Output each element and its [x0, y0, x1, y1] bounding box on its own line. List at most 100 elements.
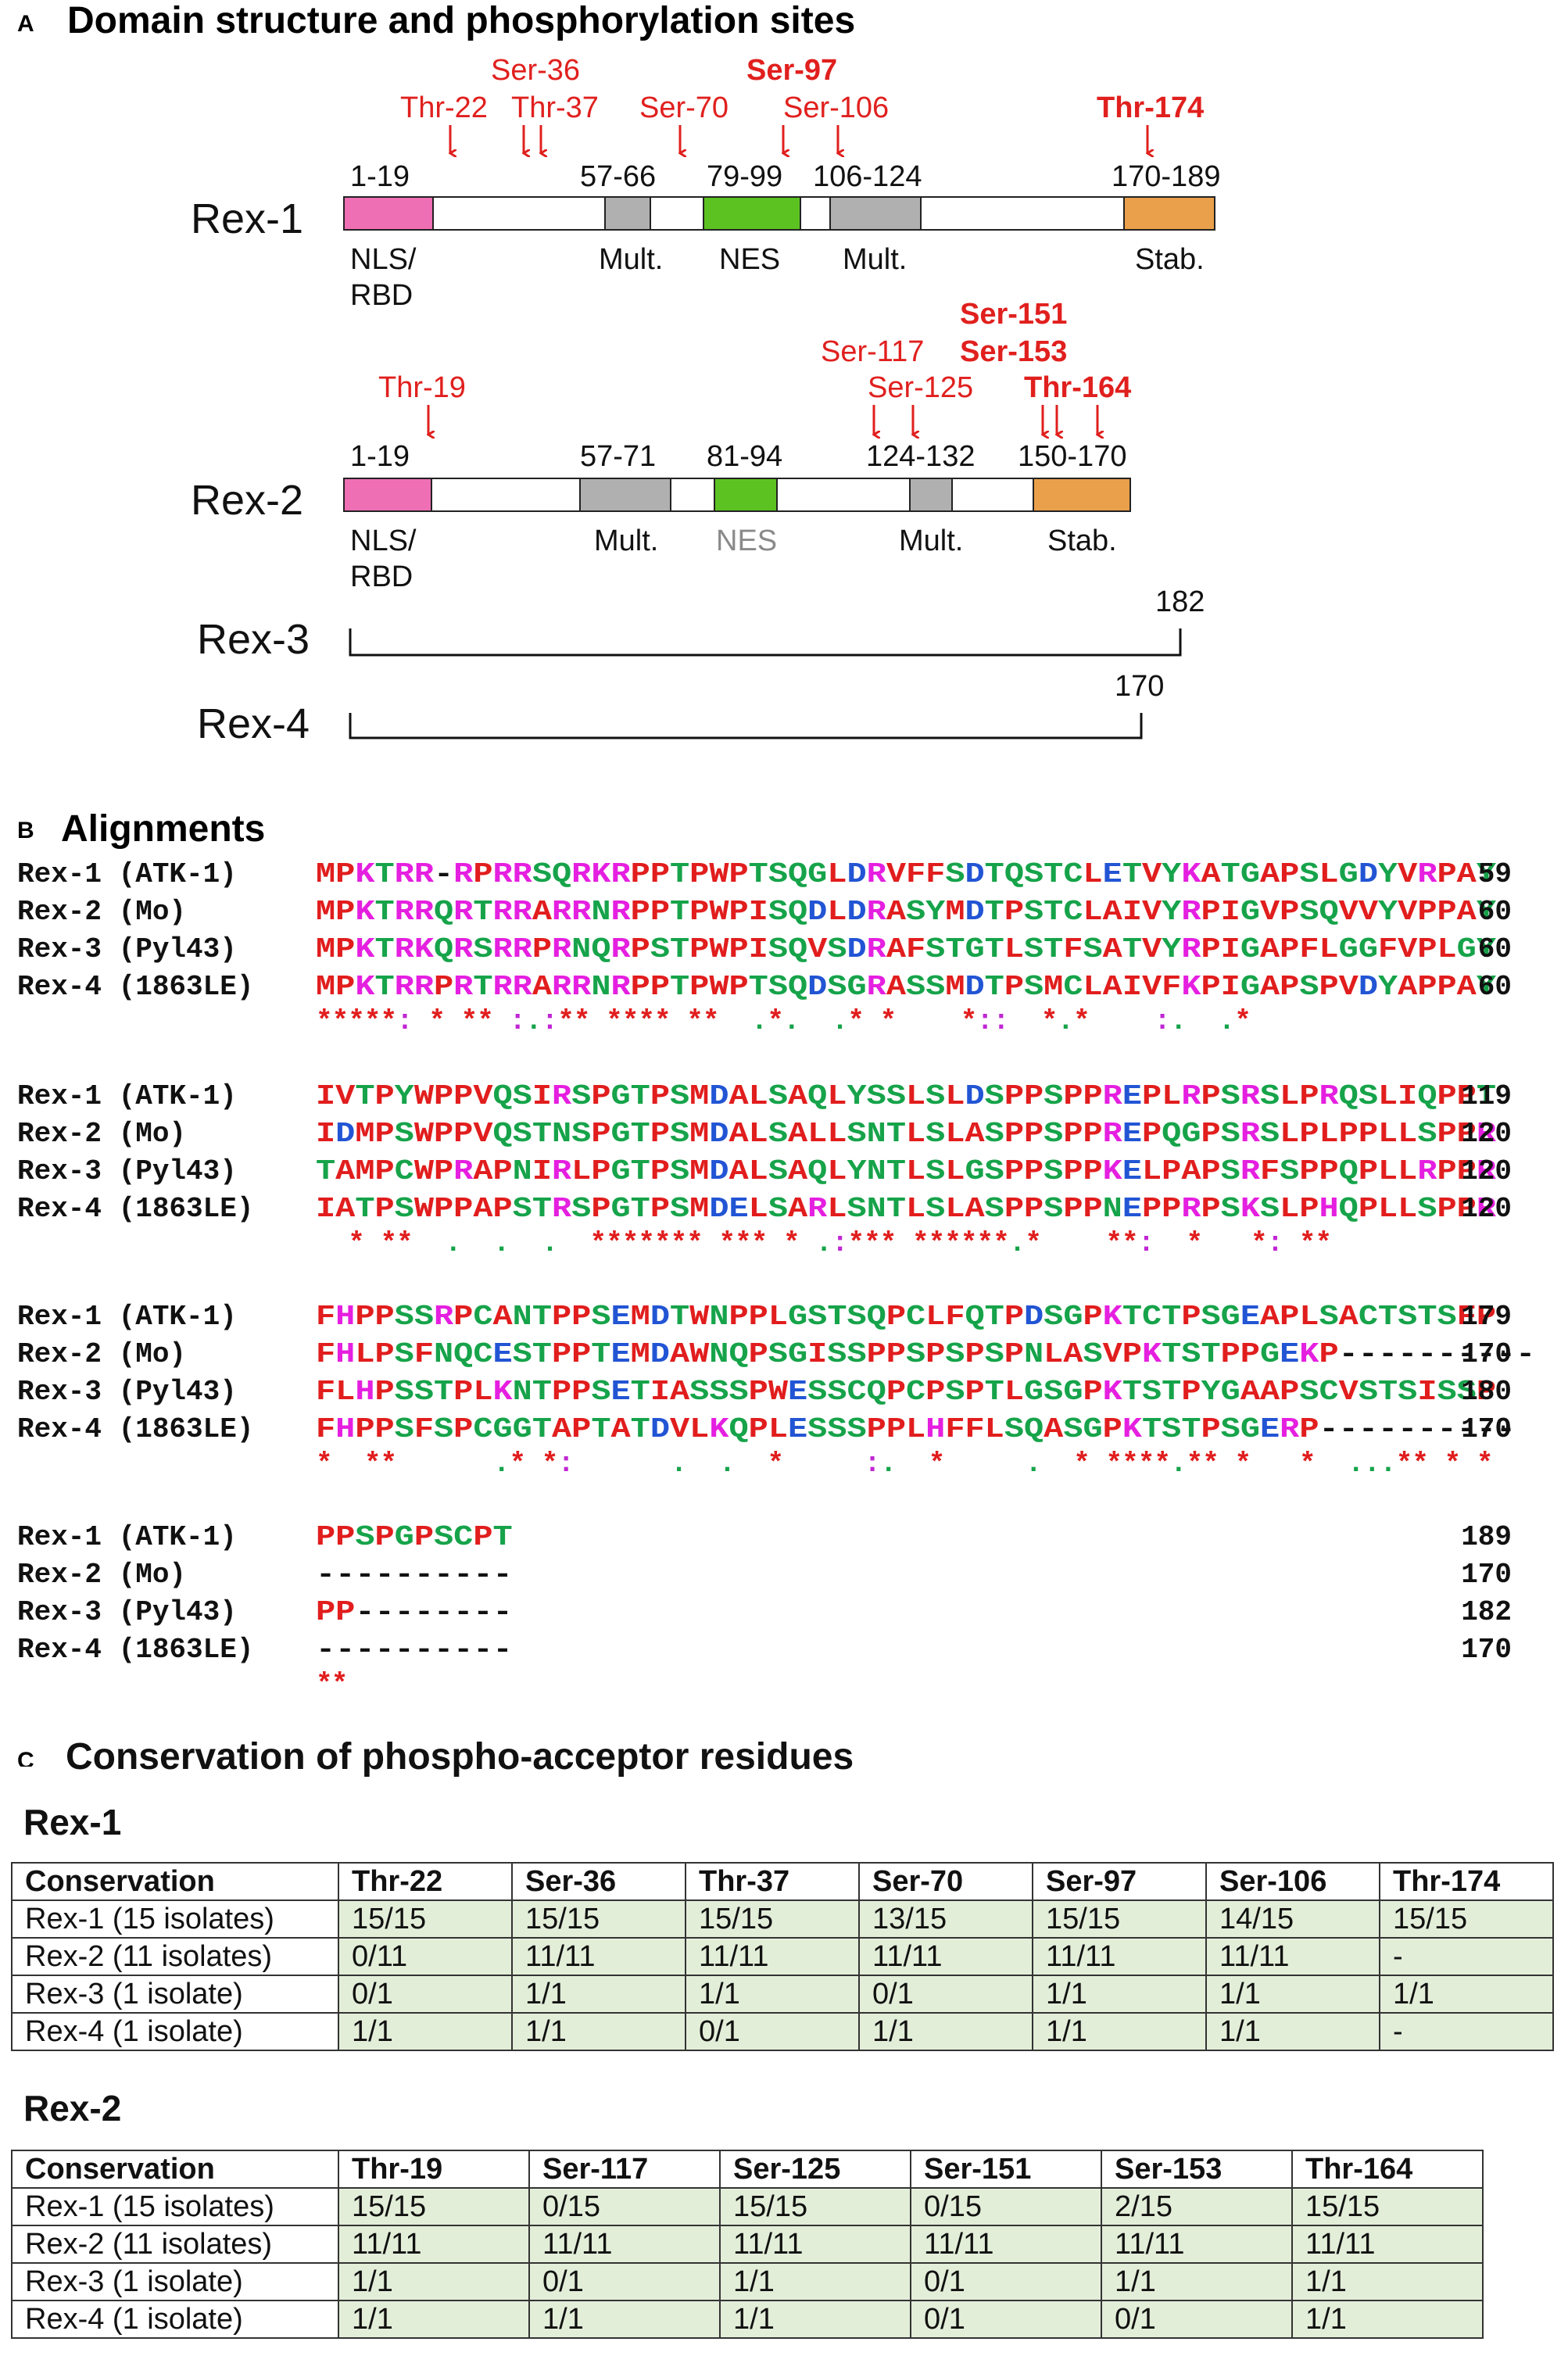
domain-name: RBD [350, 279, 413, 312]
table-cell: 11/11 [338, 2225, 530, 2264]
table-cell: 0/15 [528, 2187, 721, 2226]
table-header-cell: Ser-70 [858, 1862, 1033, 1901]
table-cell: 1/1 [1205, 1975, 1380, 2014]
alignment-sequence: TAMPCWPRAPNIRLPGTPSMDALSAQLYNTLSLGSPPSPP… [316, 1155, 1496, 1187]
alignment-sequence: MPKTRRQRTRRARRNRPPTPWPISQDLDRASYMDTPSTCL… [316, 896, 1496, 928]
rex2-domain-nls [343, 478, 432, 512]
domain-name: Mult. [599, 243, 663, 276]
domain-range: 1-19 [350, 160, 410, 193]
table-cell: 1/1 [338, 2262, 530, 2301]
panel-b-letter: B [17, 818, 34, 843]
table-cell: 15/15 [1379, 1899, 1554, 1939]
alignment-sequence: FLHPSSTPLKNTPPSETIASSSPWESSCQPCPSPTLGSGP… [316, 1376, 1496, 1408]
table-header-cell: Ser-153 [1101, 2150, 1293, 2189]
alignment-area: Rex-1 (ATK-1)MPKTRR-RPRRSQRKRPPTPWPTSQGL… [17, 858, 1535, 1700]
rex2-domain-mult2 [909, 478, 953, 512]
alignment-sequence: IVTPYWPPVQSIRSPGTPSMDALSAQLYSSLSLDSPPSPP… [316, 1080, 1496, 1112]
alignment-row-name: Rex-1 (ATK-1) [17, 858, 237, 890]
table-cell: - [1379, 1937, 1554, 1976]
rex4-name: Rex-4 [197, 700, 310, 747]
table-cell: 1/1 [1379, 1975, 1554, 2014]
alignment-sequence: MPKTRRPRTRRARRNRPPTPWPTSQDSGRASSMDTPSMCL… [316, 971, 1496, 1003]
site-label: Thr-164 [1024, 371, 1131, 404]
table-cell: 2/15 [1101, 2187, 1293, 2226]
table-cell: 11/11 [1101, 2225, 1293, 2264]
panel-b-title: Alignments [61, 808, 265, 850]
table-header-cell: Thr-37 [685, 1862, 860, 1901]
table-cell: 13/15 [858, 1899, 1033, 1939]
panel-a-title: Domain structure and phosphorylation sit… [67, 0, 855, 41]
figure-canvas: A Domain structure and phosphorylation s… [17, 0, 1535, 1767]
alignment-row-end: 60 [1478, 896, 1512, 928]
alignment-sequence: MPKTRKQRSRRPRNQRPSTPWPISQVSDRAFSTGTLSTFS… [316, 933, 1496, 965]
table-cell: 0/11 [338, 1937, 513, 1976]
domain-name: Mult. [843, 243, 907, 276]
site-label: Thr-22 [400, 91, 488, 124]
rex2-sites: Thr-19 Ser-117 Ser-125 Ser-151 Ser-153 T… [378, 298, 1131, 404]
table-cell: Rex-2 (11 isolates) [11, 1937, 339, 1976]
rex2-name: Rex-2 [191, 477, 303, 524]
rex4-bracket [349, 713, 1143, 739]
table-header-cell: Thr-164 [1291, 2150, 1484, 2189]
table-cell: 1/1 [1032, 1975, 1207, 2014]
site-label: Ser-117 [821, 335, 924, 368]
table-cell: 0/1 [910, 2300, 1102, 2339]
table-cell: 0/15 [910, 2187, 1102, 2226]
alignment-row-name: Rex-3 (Pyl43) [17, 1376, 237, 1408]
alignment-consensus: *****: * ** :.:** **** ** .*. .* * *:: *… [316, 1005, 1251, 1037]
table-cell: 1/1 [1205, 2012, 1380, 2051]
rex2-domain-mult1 [579, 478, 671, 512]
table-header-cell: Ser-151 [910, 2150, 1102, 2189]
table-cell: 15/15 [338, 2187, 530, 2226]
domain-range: 124-132 [866, 440, 975, 473]
site-label: Ser-36 [491, 54, 580, 87]
alignment-row-end: 182 [1461, 1596, 1512, 1628]
table-cell: 0/1 [858, 1975, 1033, 2014]
table-cell: 1/1 [338, 2012, 513, 2051]
rex2-domain-nes [714, 478, 778, 512]
alignment-row-name: Rex-1 (ATK-1) [17, 1301, 237, 1333]
alignment-row-end: 189 [1461, 1521, 1512, 1553]
alignment-row-name: Rex-3 (Pyl43) [17, 933, 237, 965]
rex1-sites: Thr-22 Ser-36 Thr-37 Ser-70 Ser-97 Ser-1… [400, 54, 1204, 124]
table-cell: 1/1 [1291, 2300, 1484, 2339]
table-cell: 1/1 [511, 2012, 686, 2051]
domain-range: 1-19 [350, 440, 410, 473]
rex1-site-arrows [450, 125, 1147, 153]
domain-range: 150-170 [1018, 440, 1126, 473]
alignment-sequence: ---------- [316, 1634, 513, 1666]
domain-range: 57-71 [580, 440, 656, 473]
alignment-row-end: 170 [1461, 1634, 1512, 1666]
table-header-cell: Ser-36 [511, 1862, 686, 1901]
alignment-sequence: FHPPSSRPCANTPPSEMDTWNPPLGSTSQPCLFQTPDSGP… [316, 1301, 1496, 1333]
site-label: Ser-106 [783, 91, 889, 124]
table-cell: Rex-4 (1 isolate) [11, 2012, 339, 2051]
rex2-domain-names: NLS/ RBD Mult. NES Mult. Stab. [350, 525, 1117, 593]
domain-range: 79-99 [707, 160, 782, 193]
domain-range: 170-189 [1112, 160, 1220, 193]
table2-title: Rex-2 [23, 2088, 122, 2129]
domain-name: NLS/ [350, 243, 417, 276]
table-cell: 11/11 [685, 1937, 860, 1976]
table-header-cell: Ser-125 [719, 2150, 911, 2189]
alignment-row-name: Rex-4 (1863LE) [17, 1413, 253, 1445]
alignment-sequence: FHLPSFNQCESTPPTEMDAWNQPSGISSPPSPSPSPNLAS… [316, 1338, 1535, 1370]
table1-title: Rex-1 [23, 1802, 122, 1842]
rex2-site-arrows [428, 405, 1097, 435]
site-label: Ser-70 [639, 91, 729, 124]
table-cell: 11/11 [719, 2225, 911, 2264]
panel-c-title: Conservation of phospho-acceptor residue… [66, 1736, 854, 1778]
site-label: Ser-125 [868, 371, 973, 404]
rex1-domain-stab [1123, 196, 1215, 231]
site-label: Thr-174 [1097, 91, 1204, 124]
table-cell: 0/1 [338, 1975, 513, 2014]
alignment-sequence: IATPSWPPAPSTRSPGTPSMDELSARLSNTLSLASPPSPP… [316, 1193, 1496, 1225]
panel-c-letter: C [17, 1748, 34, 1767]
rex3-length: 182 [1155, 585, 1205, 618]
alignment-row-end: 119 [1461, 1080, 1512, 1112]
alignment-row-end: 179 [1461, 1301, 1512, 1333]
